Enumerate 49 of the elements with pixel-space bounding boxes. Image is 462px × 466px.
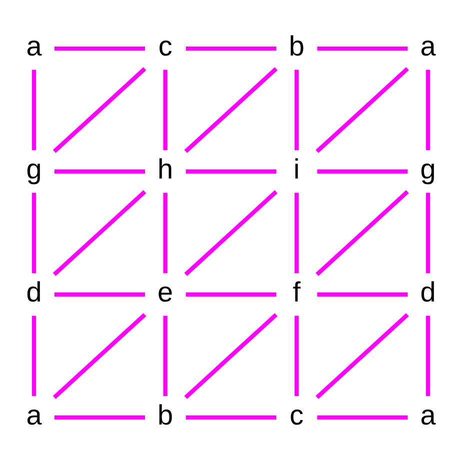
node-text: c [158, 30, 172, 62]
node-text: d [420, 276, 436, 308]
node-text: h [158, 154, 174, 185]
connector [184, 190, 278, 276]
connector [163, 192, 168, 274]
node-text: f [292, 276, 301, 308]
connector [186, 169, 276, 174]
connector [317, 46, 408, 51]
node-text: a [26, 399, 42, 430]
connector [52, 67, 146, 154]
connector [316, 67, 409, 154]
connector [426, 316, 430, 396]
connector [186, 292, 276, 297]
connector [186, 415, 276, 420]
node-text: g [420, 154, 436, 185]
connector [294, 70, 299, 150]
connector [184, 67, 278, 154]
connector [316, 313, 409, 399]
connector [32, 192, 36, 274]
connector [163, 70, 168, 150]
connector [54, 292, 145, 297]
connector [426, 192, 430, 274]
connector [316, 190, 409, 276]
node-text: a [26, 30, 42, 62]
node-text: i [294, 154, 300, 185]
connector [32, 70, 36, 150]
connector [294, 192, 299, 274]
connector [184, 313, 278, 399]
connector [52, 190, 146, 276]
node-text: d [26, 276, 42, 308]
connector [52, 313, 146, 399]
connector [186, 46, 276, 51]
connector [317, 169, 408, 174]
connector [32, 316, 36, 396]
node-text: e [158, 276, 174, 308]
connector [426, 70, 430, 150]
connector [163, 316, 168, 396]
connector [317, 415, 408, 420]
node-text: c [290, 399, 304, 430]
connector [294, 316, 299, 396]
node-text: b [288, 30, 304, 62]
node-text: a [420, 399, 436, 430]
connector [54, 169, 145, 174]
connector [317, 292, 408, 297]
connector [54, 415, 145, 420]
connector [54, 46, 145, 51]
node-text: a [420, 30, 436, 62]
node-text: g [26, 154, 42, 185]
node-text: b [158, 399, 174, 430]
